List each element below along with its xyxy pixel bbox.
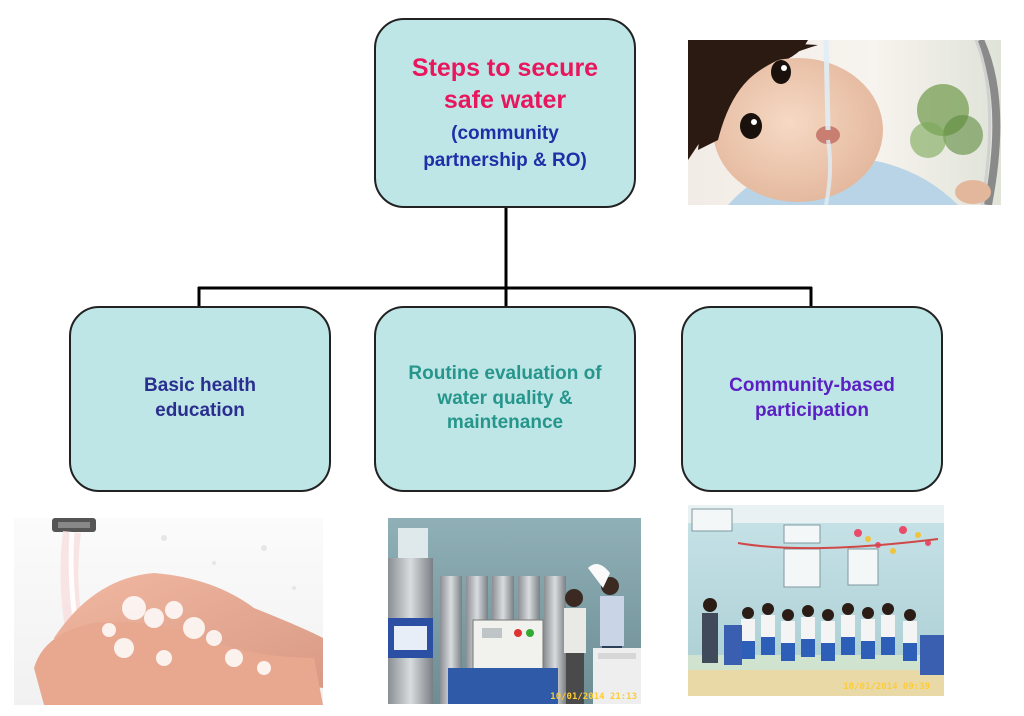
classroom-photo: 10/01/2014 09:39	[688, 505, 944, 696]
root-title: Steps to secure safe water	[411, 53, 599, 115]
photo-date-stamp: 10/01/2014 21:13	[550, 692, 637, 702]
photo-date-stamp: 10/01/2014 09:39	[843, 682, 930, 692]
ro-system-photo: 10/01/2014 21:13	[388, 518, 641, 704]
child-label-health-education: Basic health education	[144, 375, 256, 421]
child-label-water-evaluation: Routine evaluation of water quality & ma…	[408, 362, 602, 434]
child-node-health-education: Basic health education	[69, 306, 331, 492]
child-node-community-participation: Community-based participation	[681, 306, 943, 492]
hand-washing-photo	[14, 518, 323, 705]
child-label-community-participation: Community-based participation	[729, 375, 895, 421]
root-node: Steps to secure safe water (community pa…	[374, 18, 636, 208]
child-node-water-evaluation: Routine evaluation of water quality & ma…	[374, 306, 636, 492]
child-drinking-photo	[688, 40, 1001, 205]
root-subtitle: (community partnership & RO)	[423, 122, 587, 171]
